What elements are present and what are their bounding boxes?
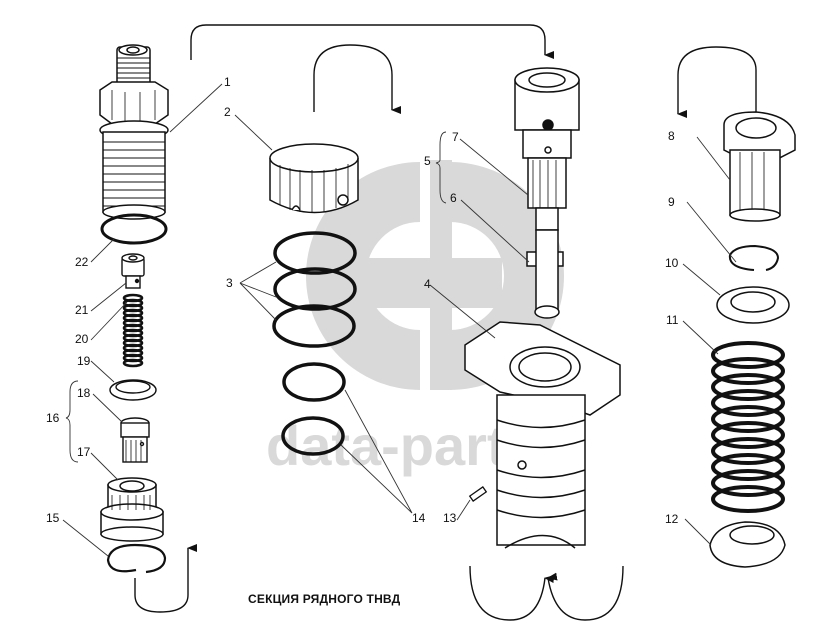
part-spring-stop[interactable]: [121, 253, 145, 289]
part-valve-spring[interactable]: [122, 293, 144, 368]
callout-10: 10: [665, 256, 679, 270]
callout-2: 2: [224, 105, 231, 119]
callout-18: 18: [77, 386, 91, 400]
part-pin[interactable]: [468, 486, 488, 502]
arrow-bottom-left: [134, 544, 197, 613]
diagram-caption: СЕКЦИЯ РЯДНОГО ТНВД: [248, 592, 401, 606]
callout-3: 3: [226, 276, 233, 290]
callout-11: 11: [666, 313, 679, 327]
spring-coil: [711, 469, 785, 497]
spring-coil: [711, 341, 785, 369]
arrow-bottom-mid-right: [547, 565, 624, 621]
watermark-text: data-parts: [266, 414, 537, 477]
callout-1: 1: [224, 75, 231, 89]
spring-coil: [711, 405, 785, 433]
part-o-ring-union[interactable]: [100, 213, 168, 245]
part-o-rings-upper[interactable]: [272, 231, 357, 348]
part-plunger-spring[interactable]: [711, 341, 785, 513]
arrow-top-long: [190, 24, 554, 60]
spring-coil: [122, 358, 144, 368]
callout-13: 13: [443, 511, 457, 525]
arrow-sleeve: [313, 44, 401, 114]
callout-20: 20: [75, 332, 89, 346]
leader-lines: [62, 83, 737, 557]
callout-14: 14: [412, 511, 426, 525]
part-split-sleeve[interactable]: [269, 143, 359, 214]
part-gasket[interactable]: [109, 379, 157, 401]
part-union-fitting[interactable]: [99, 44, 169, 220]
arrow-bottom-mid-left: [469, 565, 555, 621]
callout-4: 4: [424, 277, 431, 291]
callout-16: 16: [46, 411, 60, 425]
callout-22: 22: [75, 255, 89, 269]
spring-coil: [711, 485, 785, 513]
callout-15: 15: [46, 511, 60, 525]
spring-coil: [711, 357, 785, 385]
callout-6: 6: [450, 191, 457, 205]
callout-12: 12: [665, 512, 679, 526]
part-snap-ring[interactable]: [728, 244, 780, 271]
callout-9: 9: [668, 195, 675, 209]
spring-coil: [711, 437, 785, 465]
part-valve-seat[interactable]: [100, 477, 164, 542]
callout-7: 7: [452, 130, 459, 144]
part-retaining-ring[interactable]: [106, 543, 167, 574]
spring-coil: [711, 389, 785, 417]
spring-coil: [711, 421, 785, 449]
spring-coil: [711, 373, 785, 401]
part-o-rings-lower[interactable]: [281, 362, 346, 456]
flow-arrows: [134, 24, 757, 621]
part-spring-seat[interactable]: [709, 521, 786, 568]
part-spring-washer[interactable]: [716, 286, 790, 324]
callout-17: 17: [77, 445, 91, 459]
spring-coil: [711, 453, 785, 481]
part-delivery-valve[interactable]: [120, 417, 150, 463]
part-barrel-housing[interactable]: [464, 321, 621, 549]
callout-19: 19: [77, 354, 91, 368]
callout-21: 21: [75, 303, 89, 317]
callout-8: 8: [668, 129, 675, 143]
callout-5: 5: [424, 154, 431, 168]
arrow-gear: [677, 46, 757, 118]
part-plunger-pair[interactable]: [514, 67, 580, 319]
part-control-sleeve-gear[interactable]: [723, 111, 796, 222]
